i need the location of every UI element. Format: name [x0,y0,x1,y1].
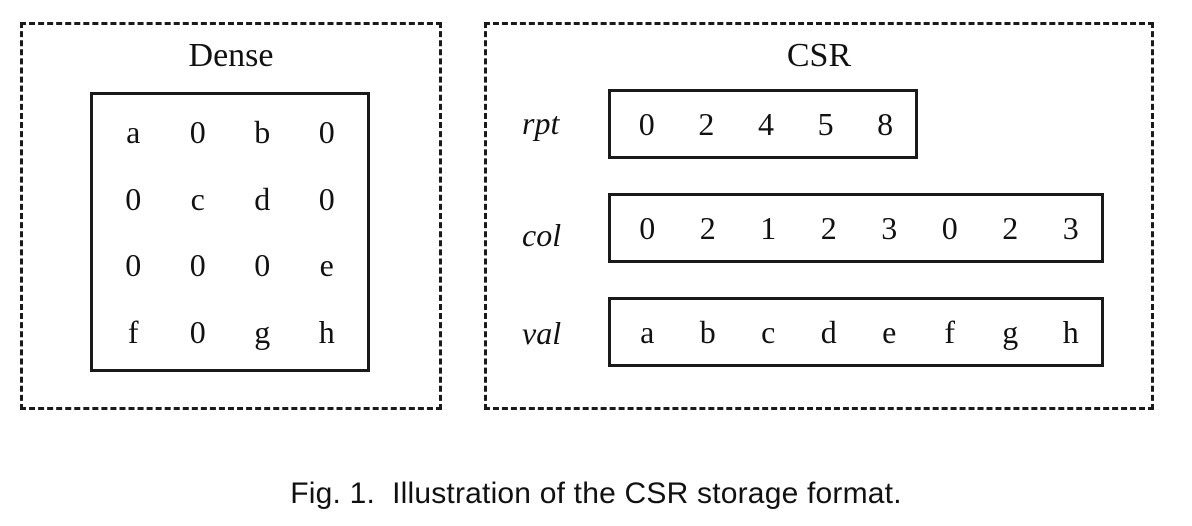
dense-title: Dense [188,37,274,74]
val-value: d [820,314,837,350]
col-label: col [522,217,562,253]
rpt-value: 2 [698,106,715,142]
matrix-cell: f [127,313,139,350]
val-value: b [699,314,716,350]
col-array: 0 2 1 2 3 0 2 3 [608,193,1104,263]
col-value: 2 [1002,210,1019,246]
matrix-cell: e [319,247,334,284]
matrix-cell: 0 [254,247,271,284]
matrix-cell: 0 [189,247,206,284]
rpt-label: rpt [522,105,560,141]
col-value: 3 [881,210,898,246]
rpt-value: 8 [877,106,894,142]
matrix-cell: d [254,180,271,217]
rpt-value: 5 [817,106,834,142]
val-value: a [640,314,655,350]
col-value: 0 [639,210,656,246]
matrix-cell: h [318,313,335,350]
rpt-array: 0 2 4 5 8 [608,89,918,159]
matrix-cell: b [254,114,271,151]
matrix-cell: 0 [189,114,206,151]
col-value: 1 [760,210,777,246]
csr-title: CSR [786,37,852,74]
col-value: 0 [941,210,958,246]
col-value: 2 [699,210,716,246]
matrix-cell: g [254,313,271,350]
matrix-cell: 0 [125,180,142,217]
val-value: g [1002,314,1019,350]
val-value: f [944,314,956,350]
matrix-cell: 0 [318,180,335,217]
val-value: e [882,314,897,350]
figure-caption: Fig. 1. Illustration of the CSR storage … [290,477,902,510]
col-value: 2 [820,210,837,246]
rpt-value: 0 [638,106,655,142]
matrix-cell: 0 [125,247,142,284]
rpt-value: 4 [757,106,774,142]
csr-panel [484,22,1154,410]
matrix-cell: c [190,180,205,217]
val-value: c [761,314,776,350]
dense-panel [20,22,442,410]
col-value: 3 [1062,210,1079,246]
val-array: a b c d e f g h [608,297,1104,367]
matrix-cell: a [126,114,141,151]
val-value: h [1062,314,1079,350]
matrix-cell: 0 [318,114,335,151]
dense-matrix: a 0 b 0 0 c d 0 0 0 0 e f 0 g h [90,92,370,372]
val-label: val [522,315,562,351]
matrix-cell: 0 [189,313,206,350]
